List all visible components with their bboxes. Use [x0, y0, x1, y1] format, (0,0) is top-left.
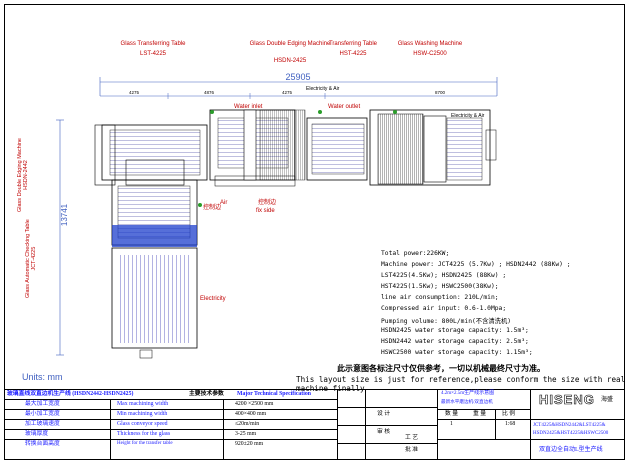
svg-text:Glass Double Edging Machine: Glass Double Edging Machine — [250, 41, 331, 47]
automatic-checking-table — [111, 247, 198, 359]
segment-dimensions — [100, 93, 497, 99]
company-name-cn: 海盛 — [601, 397, 614, 403]
svg-text:HST-4225: HST-4225 — [339, 51, 367, 57]
washing-machine — [369, 109, 497, 186]
double-edging-machine-1 — [209, 109, 306, 187]
company-logo: HISENG — [539, 392, 595, 408]
drawing-frame — [4, 4, 625, 460]
check-label: 审 核 — [377, 429, 391, 435]
svg-text:HSW-C2500: HSW-C2500 — [413, 51, 447, 57]
water-inlet-label: Water inlet — [234, 104, 263, 110]
transferring-table-machine — [101, 124, 208, 186]
station-name: Glass Transferring Table — [121, 41, 187, 47]
station-label-double-edging-1: Glass Double Edging Machine HSDN-2425 — [250, 41, 331, 64]
svg-text:Transferring Table: Transferring Table — [329, 41, 378, 47]
disclaimer-en: This layout size is just for reference,p… — [296, 375, 626, 393]
desc-line-2: 最新水平磨边机/双直边机 — [441, 399, 493, 404]
spec-row: 最小加工宽度 Min machining width 400×400 mm — [25, 411, 267, 417]
station-label-washing: Glass Washing Machine HSW-C2500 — [398, 41, 463, 57]
spec-title-en: Major Technical Specification — [237, 391, 311, 397]
electricity-label-bottom: Electricity — [200, 296, 226, 302]
spec-line: Pumping volume: 800L/min(不含清洗机) — [381, 318, 512, 325]
spec-row: 加工玻璃速度 Glass conveyor speed ≤20m/min — [25, 421, 260, 427]
overall-length-dimension — [99, 77, 498, 96]
air-label: Air — [220, 200, 228, 206]
double-edging-machine-2 — [94, 124, 198, 247]
spec-line: HSWC2500 water storage capacity: 1.15m³; — [381, 349, 533, 356]
segment-2-value: 4876 — [204, 90, 215, 95]
approve-label: 批 准 — [405, 447, 419, 453]
spec-line: HSDN2425 water storage capacity: 1.5m³; — [381, 327, 529, 334]
spec-title-cn: 玻璃直线双直边机生产线 (HSDN2442-HSDN2425) — [7, 391, 134, 397]
qty-label: 数 量 — [445, 411, 459, 417]
transferring-table-2-machine — [306, 117, 368, 181]
disclaimer-cn: 此示意图各标注尺寸仅供参考，一切以机械最终尺寸为准。 — [337, 364, 545, 373]
product-name: 双直边全自动L型生产线 — [539, 447, 603, 453]
spec-row: 转换台面高度 Height for the transfer table 920… — [25, 441, 264, 447]
fix-side-cn-2: 控制边 — [203, 205, 222, 211]
overall-height-dimension — [56, 119, 64, 356]
spec-title-cn-2: 主要技术参数 — [189, 391, 224, 397]
units-label: Units: mm — [22, 372, 63, 382]
scale-value: 1:68 — [505, 421, 516, 427]
spec-line: HSDN2442 water storage capacity: 2.5m³; — [381, 338, 529, 345]
spec-row: 最大加工宽度 Max machining width 4200 ×2500 mm — [25, 401, 274, 407]
segment-3-value: 4275 — [282, 90, 293, 95]
segment-1-value: 4275 — [129, 90, 140, 95]
spec-line: Total power:226KW; — [381, 250, 450, 257]
station-label-transferring-table-2: Transferring Table HST-4225 — [329, 41, 378, 57]
spec-line: HST4225(1.5Kw); HSWC2500(38Kw); — [381, 283, 499, 290]
segment-4-value: 8700 — [435, 90, 446, 95]
design-label: 设 计 — [377, 411, 391, 417]
desc-line-1: 4.2m×2.5m生产线示意图 — [441, 391, 495, 396]
station-model: LST-4225 — [140, 51, 167, 57]
layout-plan: Glass Transferring Table LST-4225 Glass … — [56, 41, 498, 359]
title-block-table: 玻璃直线双直边机生产线 (HSDN2442-HSDN2425) 主要技术参数 M… — [5, 389, 625, 459]
process-label: 工 艺 — [405, 435, 419, 441]
scale-label: 比 例 — [502, 411, 516, 417]
electricity-air-label-right: Electricity & Air — [451, 113, 485, 119]
svg-text:Glass Washing Machine: Glass Washing Machine — [398, 41, 463, 47]
svg-text:HSDN-2425: HSDN-2425 — [274, 58, 307, 64]
weight-label: 重 量 — [473, 411, 487, 417]
spec-line: line air consumption: 210L/min; — [381, 294, 499, 301]
drawing-number-2: HSDN2425&HST4225&HSWC2500 — [533, 431, 609, 436]
fix-side-cn-1: 控制边 — [258, 200, 277, 206]
fix-side-en-1: fix side — [256, 208, 275, 214]
spec-line: Compressed air input: 0.6-1.0Mpa; — [381, 305, 507, 312]
qty-value: 1 — [450, 421, 453, 427]
spec-row: 玻璃厚度 Thickness for the glass 3-25 mm — [25, 431, 257, 437]
spec-line: LST4225(4.5Kw); HSDN2425 (88Kw) ; — [381, 272, 507, 279]
electricity-air-label-top: Electricity & Air — [306, 86, 340, 92]
spec-line: Machine power: JCT4225 (5.7Kw) ; HSDN244… — [381, 261, 571, 268]
utility-markers — [198, 110, 397, 207]
overall-height-value: 13741 — [60, 203, 69, 226]
overall-length-value: 25905 — [285, 72, 310, 82]
station-label-transferring-table-1: Glass Transferring Table LST-4225 — [121, 41, 187, 57]
drawing-number-1: JCT4225&HSDN2442&LST4225& — [533, 423, 606, 428]
water-outlet-label: Water outlet — [328, 104, 361, 110]
